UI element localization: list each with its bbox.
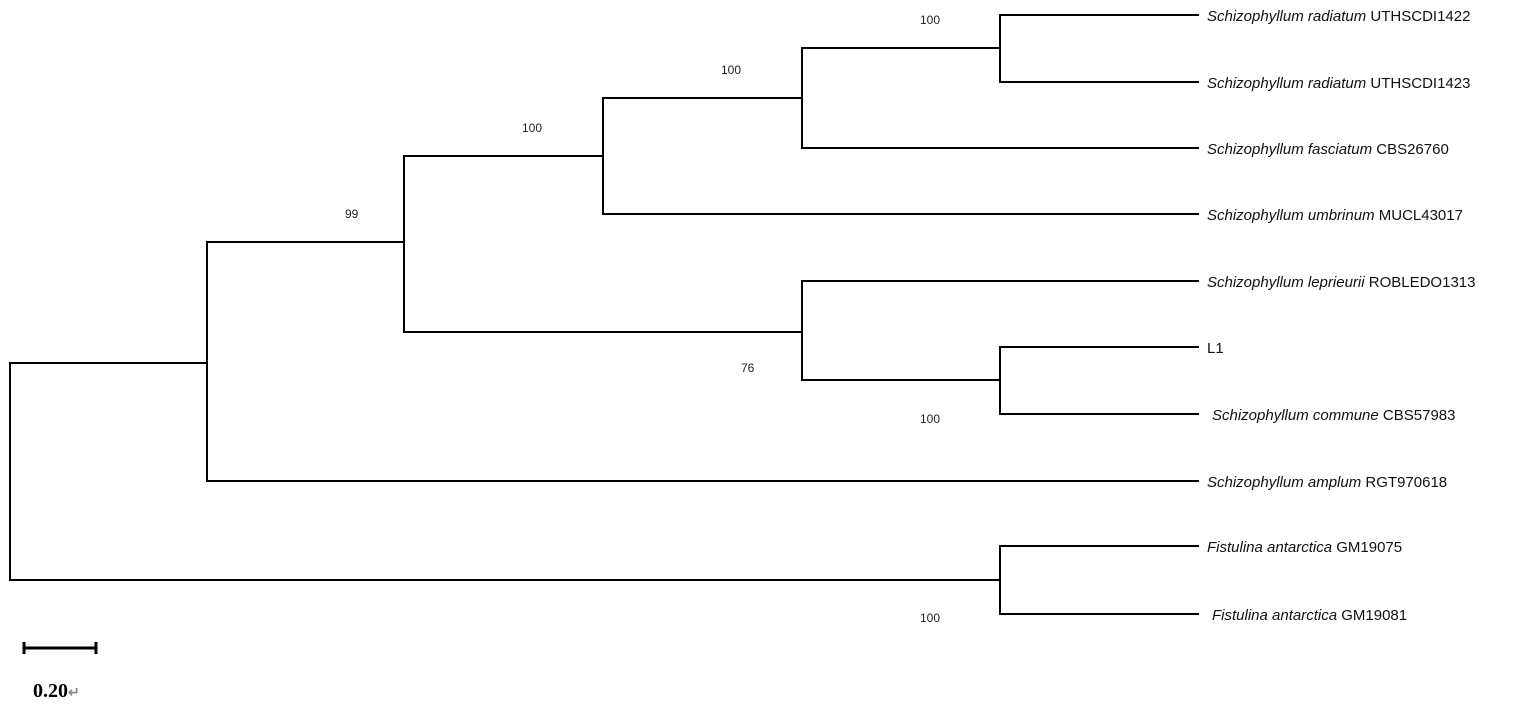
tip-label: Schizophyllum fasciatum CBS26760 (1207, 141, 1449, 158)
support-value: 99 (345, 207, 359, 221)
scale-bar-group: 0.20↵ (22, 642, 98, 702)
support-values: 100 100 100 99 76 100 100 (345, 13, 940, 625)
tip-label: Schizophyllum leprieurii ROBLEDO1313 (1207, 274, 1475, 291)
return-mark-icon: ↵ (68, 686, 80, 701)
support-value: 100 (920, 13, 940, 27)
support-value: 100 (721, 63, 741, 77)
support-value: 100 (522, 121, 542, 135)
tip-labels: Schizophyllum radiatum UTHSCDI1422 Schiz… (1207, 8, 1475, 624)
tip-label: Schizophyllum umbrinum MUCL43017 (1207, 207, 1463, 224)
scale-label: 0.20↵ (33, 680, 80, 702)
tip-label: Schizophyllum radiatum UTHSCDI1422 (1207, 8, 1470, 25)
support-value: 76 (741, 361, 755, 375)
tip-label: Fistulina antarctica GM19075 (1207, 539, 1402, 556)
tree-branches (9, 14, 1199, 615)
support-value: 100 (920, 412, 940, 426)
tip-label: Schizophyllum commune CBS57983 (1212, 407, 1455, 424)
tip-label: Schizophyllum radiatum UTHSCDI1423 (1207, 75, 1470, 92)
support-value: 100 (920, 611, 940, 625)
tip-label: Fistulina antarctica GM19081 (1212, 607, 1407, 624)
tip-label: Schizophyllum amplum RGT970618 (1207, 474, 1447, 491)
tip-label-l1: L1 (1207, 340, 1224, 357)
